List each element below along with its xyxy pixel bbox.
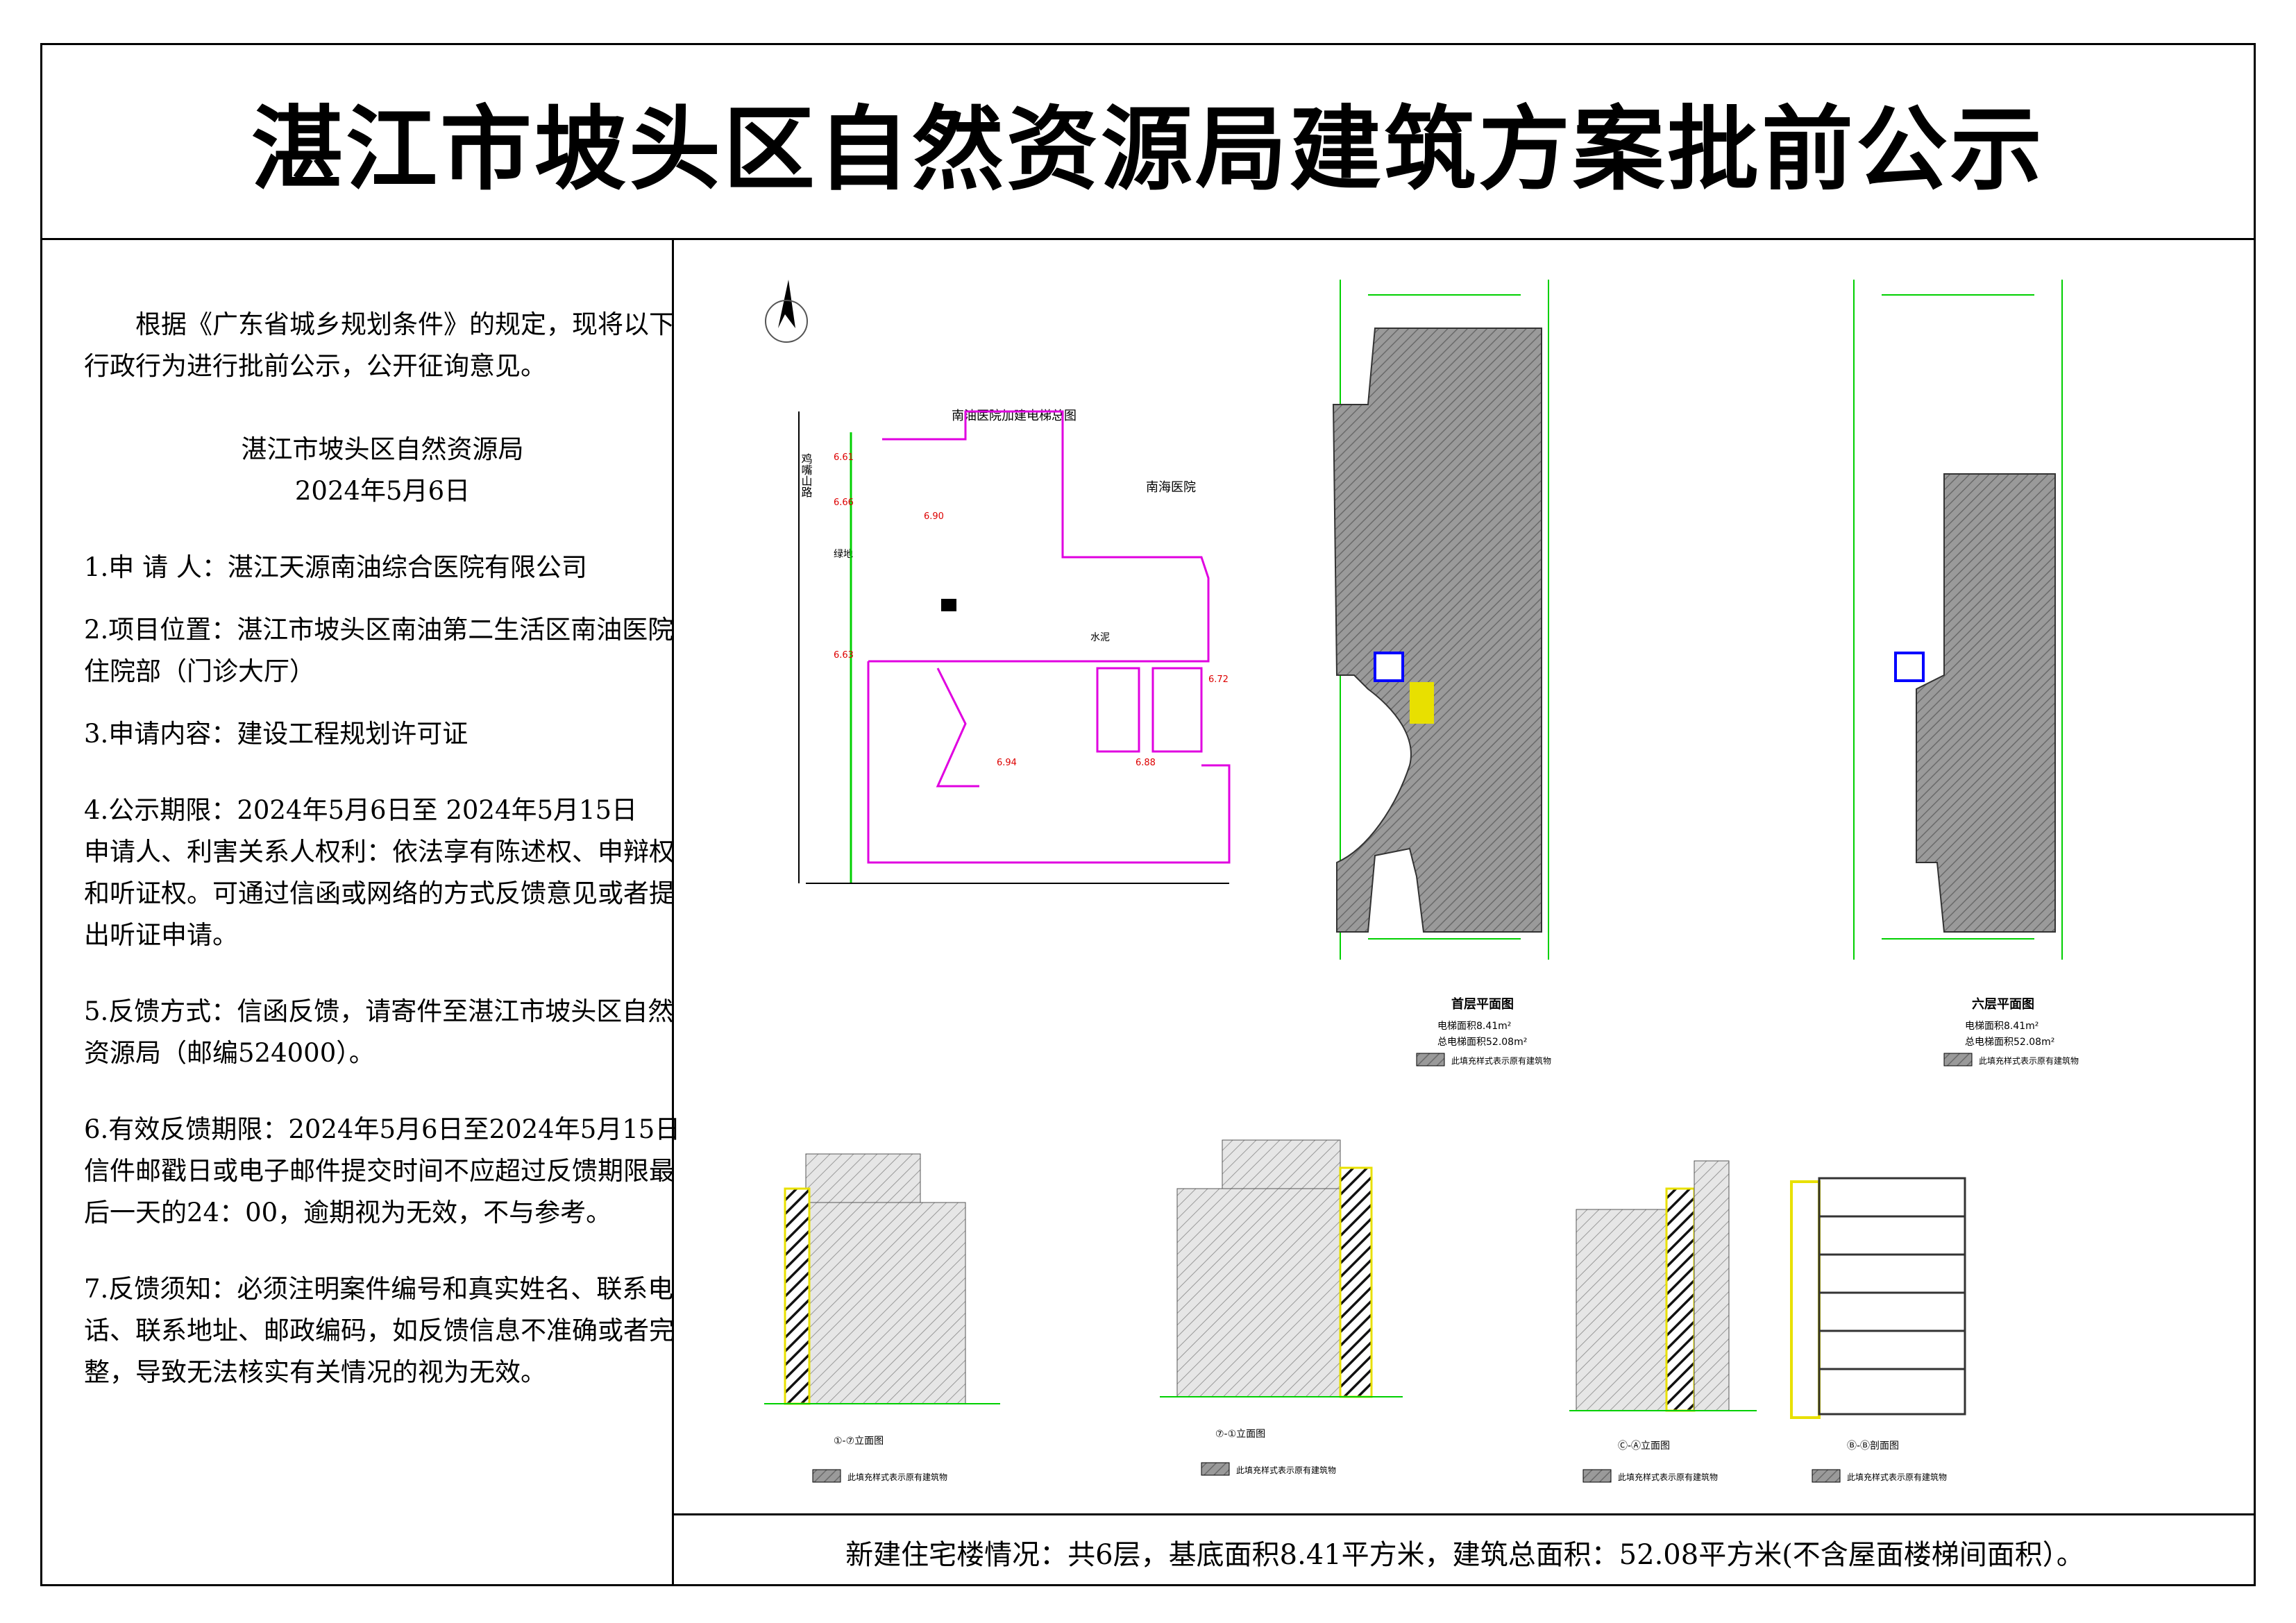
legend-text: 此填充样式表示原有建筑物 [1236, 1465, 1336, 1475]
page-title: 湛江市坡头区自然资源局建筑方案批前公示 [251, 95, 2045, 203]
elev-label: 6.90 [924, 511, 944, 522]
item-label: 1.申 请 人： [84, 552, 228, 582]
elev-label: 6.66 [834, 498, 854, 508]
legend-text: 此填充样式表示原有建筑物 [1618, 1472, 1718, 1482]
item-label: 2.项目位置： [84, 615, 237, 645]
elevation-title: ⑦-①立面图 [1215, 1429, 1265, 1440]
item-text: 建设工程规划许可证 [237, 719, 469, 749]
notice-intro: 根据《广东省城乡规划条件》的规定，现将以下行政行为进行批前公示，公开征询意见。 [84, 309, 675, 381]
item-text: 2024年5月6日至 2024年5月15日 [237, 795, 638, 825]
summary-text: 新建住宅楼情况：共6层，基底面积8.41平方米，建筑总面积：52.08平方米(不… [845, 1538, 2084, 1571]
elev-label: 6.61 [834, 452, 854, 463]
ground-floor-total: 总电梯面积52.08m² [1437, 1037, 1527, 1048]
drawings-column: 南油医院加建电梯总图 南海医院 绿地 水泥 鸡嘴山路 6.61 6.66 6.9… [674, 238, 2256, 1586]
item-label: 3.申请内容： [84, 719, 237, 749]
item-label: 7.反馈须知： [84, 1274, 237, 1304]
notice-item-deadline: 6.有效反馈期限：2024年5月6日至2024年5月15日信件邮戳日或电子邮件提… [84, 1109, 681, 1234]
notice-agency: 湛江市坡头区自然资源局 [241, 434, 524, 464]
notice-item-feedback: 5.反馈方式：信函反馈，请寄件至湛江市坡头区自然资源局（邮编524000）。 [84, 991, 681, 1074]
elevation-2: ⑦-①立面图 此填充样式表示原有建筑物 [1160, 1139, 1403, 1476]
notice-item-applicant: 1.申 请 人：湛江天源南油综合医院有限公司 [84, 547, 681, 588]
summary-bar: 新建住宅楼情况：共6层，基底面积8.41平方米，建筑总面积：52.08平方米(不… [674, 1513, 2256, 1588]
sixth-floor-area: 电梯面积8.41m² [1965, 1021, 2038, 1032]
item-text: 信函反馈，请寄件至湛江市坡头区自然资源局（邮编524000）。 [84, 996, 674, 1068]
site-water-label: 水泥 [1090, 632, 1110, 643]
elevation-title: Ⓒ-Ⓐ立面图 [1618, 1441, 1670, 1452]
elev-label: 6.94 [997, 758, 1017, 768]
sixth-floor-plan: 六层平面图 电梯面积8.41m² 总电梯面积52.08m² 此填充样式表示原有建… [1853, 280, 2079, 1067]
elev-label: 6.72 [1208, 674, 1229, 685]
item-text: 湛江市坡头区南油第二生活区南油医院住院部（门诊大厅） [84, 615, 674, 686]
site-plan: 南油医院加建电梯总图 南海医院 绿地 水泥 鸡嘴山路 6.61 6.66 6.9… [765, 280, 1231, 884]
sixth-floor-title: 六层平面图 [1972, 996, 2034, 1012]
item-text: 必须注明案件编号和真实姓名、联系电话、联系地址、邮政编码，如反馈信息不准确或者完… [84, 1274, 675, 1387]
site-lawn-label: 绿地 [834, 549, 853, 560]
item-text: 2024年5月6日至2024年5月15日信件邮戳日或电子邮件提交时间不应超过反馈… [84, 1114, 681, 1227]
title-row: 湛江市坡头区自然资源局建筑方案批前公示 [42, 45, 2254, 240]
elev-label: 6.63 [834, 650, 854, 661]
site-road-label: 鸡嘴山路 [800, 453, 813, 498]
elevation-title: Ⓑ-Ⓑ剖面图 [1847, 1441, 1899, 1452]
item-label: 4.公示期限： [84, 795, 237, 825]
ground-floor-area: 电梯面积8.41m² [1437, 1021, 1511, 1032]
ground-floor-plan: 首层平面图 电梯面积8.41m² 总电梯面积52.08m² 此填充样式表示原有建… [1332, 280, 1551, 1067]
north-arrow-icon [778, 280, 795, 328]
elevation-1: ①-⑦立面图 此填充样式表示原有建筑物 [764, 1153, 1000, 1483]
item-extra: 申请人、利害关系人权利：依法享有陈述权、申辩权和听证权。可通过信函或网络的方式反… [84, 837, 675, 950]
notice-text-column: 根据《广东省城乡规划条件》的规定，现将以下行政行为进行批前公示，公开征询意见。 … [42, 238, 680, 1586]
elevation-3: Ⓒ-Ⓐ立面图 此填充样式表示原有建筑物 [1569, 1160, 1757, 1483]
sixth-floor-total: 总电梯面积52.08m² [1965, 1037, 2054, 1048]
item-label: 5.反馈方式： [84, 996, 237, 1026]
legend-text: 此填充样式表示原有建筑物 [1451, 1055, 1551, 1066]
notice-date: 2024年5月6日 [294, 476, 471, 506]
ground-floor-title: 首层平面图 [1451, 996, 1514, 1012]
elev-label: 6.88 [1136, 758, 1156, 768]
legend-text: 此填充样式表示原有建筑物 [1847, 1472, 1947, 1482]
item-label: 6.有效反馈期限： [84, 1114, 289, 1144]
notice-item-location: 2.项目位置：湛江市坡头区南油第二生活区南油医院住院部（门诊大厅） [84, 609, 681, 692]
legend-text: 此填充样式表示原有建筑物 [847, 1472, 947, 1482]
site-hospital-label: 南海医院 [1146, 480, 1196, 495]
notice-board-frame: 湛江市坡头区自然资源局建筑方案批前公示 根据《广东省城乡规划条件》的规定，现将以… [40, 43, 2256, 1586]
drawings-sheet: 南油医院加建电梯总图 南海医院 绿地 水泥 鸡嘴山路 6.61 6.66 6.9… [764, 280, 2079, 1483]
notice-item-content: 3.申请内容：建设工程规划许可证 [84, 713, 681, 755]
notice-text-block: 根据《广东省城乡规划条件》的规定，现将以下行政行为进行批前公示，公开征询意见。 … [84, 304, 681, 1393]
elevation-title: ①-⑦立面图 [834, 1436, 884, 1447]
notice-item-instructions: 7.反馈须知：必须注明案件编号和真实姓名、联系电话、联系地址、邮政编码，如反馈信… [84, 1268, 681, 1393]
notice-item-period: 4.公示期限：2024年5月6日至 2024年5月15日 申请人、利害关系人权利… [84, 790, 681, 956]
section-drawing: Ⓑ-Ⓑ剖面图 此填充样式表示原有建筑物 [1790, 1177, 1966, 1483]
item-text: 湛江天源南油综合医院有限公司 [227, 552, 587, 582]
legend-text: 此填充样式表示原有建筑物 [1979, 1055, 2079, 1066]
